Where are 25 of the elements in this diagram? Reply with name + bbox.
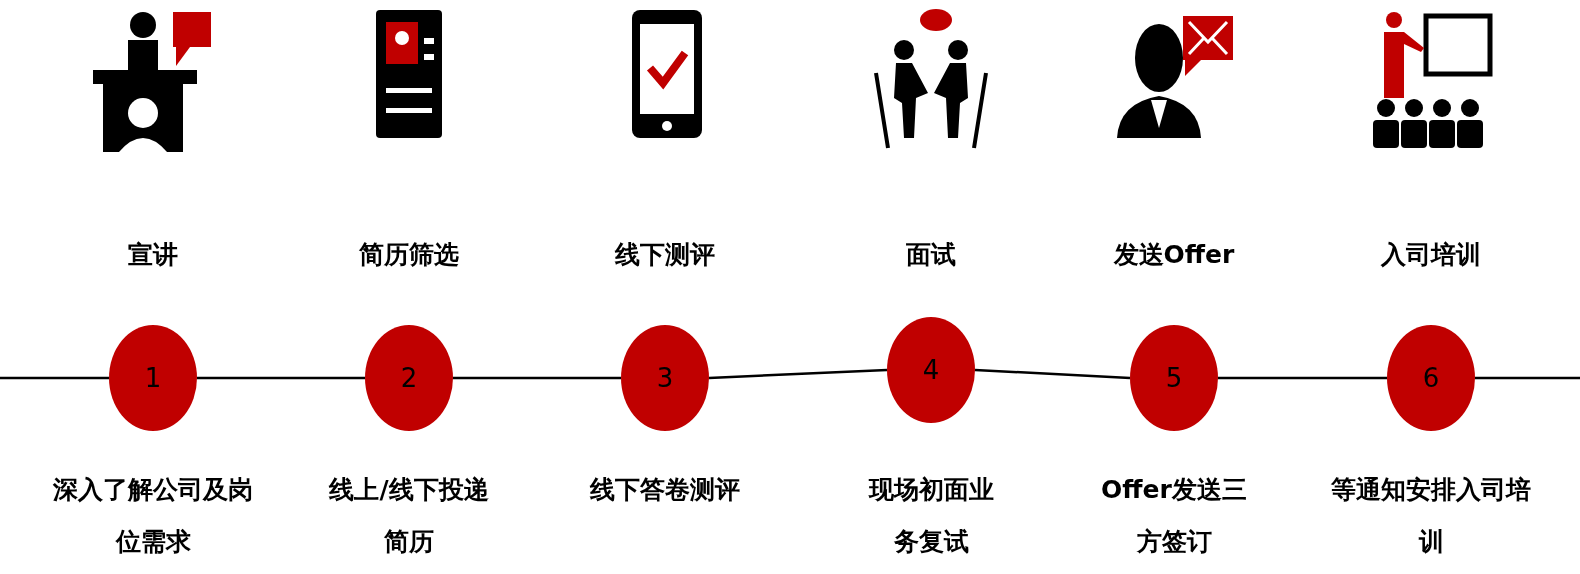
timeline-line <box>453 376 621 380</box>
timeline-line <box>1218 376 1387 380</box>
number-circle: 1 <box>109 325 197 431</box>
number-circle: 4 <box>887 317 975 423</box>
step-title: 宣讲 <box>127 239 179 271</box>
step-description: Offer发送三方签订 <box>1100 474 1248 558</box>
step-title: 面试 <box>905 239 957 271</box>
timeline-line <box>197 376 365 380</box>
step-description: 深入了解公司及岗位需求 <box>52 474 254 558</box>
step-title: 入司培训 <box>1379 239 1482 271</box>
step-description: 等通知安排入司培训 <box>1330 474 1532 558</box>
step-description: 线上/线下投递简历 <box>328 474 490 558</box>
step-description: 现场初面业务复试 <box>867 474 995 558</box>
number-circle: 6 <box>1387 325 1475 431</box>
number-circle: 3 <box>621 325 709 431</box>
step-title: 发送Offer <box>1112 239 1236 271</box>
number-circle: 2 <box>365 325 453 431</box>
timeline-line <box>974 368 1131 380</box>
step-title: 简历筛选 <box>358 239 460 271</box>
timeline-line <box>0 376 109 380</box>
step-title: 线下测评 <box>614 239 716 271</box>
timeline-line <box>708 368 888 380</box>
timeline-line <box>1475 376 1580 380</box>
step-description: 线下答卷测评 <box>589 474 741 506</box>
number-circle: 5 <box>1130 325 1218 431</box>
